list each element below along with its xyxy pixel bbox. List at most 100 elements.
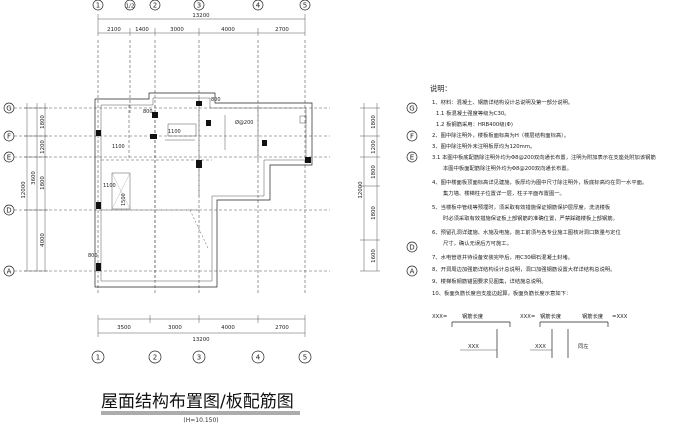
notes-block: 说明： 1、材料：混凝土、钢筋详结构设计总说明及第一部分说明。 1.1 板混凝土… — [430, 84, 656, 297]
note-line: 1.1 板混凝土强度等级为C30。 — [436, 109, 510, 117]
rebar-dim: XXX — [535, 344, 546, 350]
axis-label: 5 — [303, 2, 307, 10]
axis-label: 4 — [256, 354, 261, 362]
axis-label: E — [7, 154, 11, 162]
dim-left-total: 12000 — [21, 181, 27, 199]
axis-label: D — [6, 207, 11, 215]
drawing-title-block: 屋面结构布置图/板配筋图 (H=10.150) — [101, 392, 300, 424]
right-axis-bubbles: G F E D A — [406, 102, 418, 277]
plan-label: 1100 — [112, 144, 125, 150]
axis-bubble — [149, 0, 161, 11]
dim-bottom-1: 3500 — [117, 325, 131, 331]
axis-label: A — [7, 268, 12, 276]
dim-left-mid: 3600 — [31, 171, 37, 185]
dim-top-1: 2100 — [107, 27, 121, 33]
rebar-label: XXX= — [432, 314, 447, 320]
drawing-subtitle: (H=10.150) — [183, 417, 218, 424]
axis-label: F — [410, 133, 414, 141]
axis-bubble — [193, 0, 205, 11]
bottom-dimension-chain: 3500 3000 4000 2700 13200 — [97, 315, 306, 343]
rebar-detail-left: XXX= 钢筋长度 XXX — [432, 312, 511, 358]
column — [96, 263, 101, 271]
dim-top-5: 2700 — [275, 27, 289, 33]
axis-bubble — [124, 0, 136, 11]
dim-left-4: 4000 — [40, 233, 46, 247]
dim-right-4: 1800 — [371, 206, 377, 220]
rebar-mid: 同左 — [578, 342, 589, 350]
top-dimension-chain: 13200 2100 1400 3000 4000 2700 — [97, 13, 306, 36]
column — [96, 202, 101, 209]
column — [305, 157, 311, 163]
column — [96, 130, 101, 136]
plan-label: 1500 — [121, 193, 127, 206]
note-line: 3、图中除注明外未注明板厚均为120mm。 — [432, 142, 535, 150]
dim-right-1: 1800 — [371, 115, 377, 129]
axis-bubble — [299, 0, 311, 11]
axis-label: G — [409, 105, 414, 113]
axis-label: 5 — [303, 354, 307, 362]
opening — [167, 123, 197, 137]
note-line: 尺寸，确认无误后方可施工。 — [443, 239, 512, 247]
dim-bottom-total: 13200 — [192, 337, 210, 343]
dim-bottom-2: 3000 — [168, 325, 182, 331]
axis-label: G — [6, 105, 11, 113]
left-dimension-chain: 1800 1200 1800 4000 3600 12000 — [21, 103, 48, 272]
axis-label: 4 — [256, 2, 261, 10]
plan-label: 1100 — [168, 129, 181, 135]
plan-label: 800 — [143, 109, 153, 115]
note-line: 9、楼梯板钢筋锚固要求见图集，详结施总说明。 — [432, 277, 547, 285]
note-line: 集力墙、楼梯柱子位置详一层，柱子平面布置图一。 — [443, 189, 565, 197]
axis-label: E — [410, 154, 414, 162]
plan-label: 800 — [211, 97, 221, 103]
columns — [96, 101, 311, 271]
axis-bubble — [252, 0, 264, 11]
drawing-title: 屋面结构布置图/板配筋图 — [101, 392, 294, 412]
dim-right-5: 1600 — [371, 249, 377, 263]
note-line: 2、图中除注明外，楼板板面标高为H（楼层结构面标高）。 — [432, 131, 569, 139]
note-line: 7、水电管道井待设备安装完毕后，用C30细石混凝土封堵。 — [432, 253, 573, 261]
rebar-detail-right: XXX= 钢筋长度 钢筋长度 =XXX XXX 同左 — [520, 312, 628, 358]
note-line: 6、预留孔洞详建施、水施及电施，施工前须与各专业施工图核对洞口数量与定位 — [432, 228, 621, 236]
axis-label: 1 — [96, 2, 100, 10]
slab-outline — [94, 92, 313, 288]
dim-bottom-4: 2700 — [275, 325, 289, 331]
note-line: 本图中板面配筋除注明外均为Φ8@200双向通长布置。 — [443, 164, 572, 172]
grid-lines — [14, 40, 330, 295]
shaft — [299, 115, 307, 124]
column — [196, 101, 202, 106]
note-line: 4、图中楼面板顶面标高详见建施，板厚均为图中尺寸除注明外，板底标高均在同一水平面… — [432, 178, 647, 186]
note-line: 3.1 本图中板底配筋除注明外均为Φ8@200双向通长布置，注明为附加表示在支座… — [432, 153, 656, 161]
axis-label: 3 — [197, 2, 201, 10]
axis-label: 1/2 — [126, 4, 135, 10]
rebar-eq: =XXX — [612, 314, 628, 320]
rebar-note: 钢筋长度 — [540, 312, 562, 320]
axis-label: 2 — [153, 2, 157, 10]
column — [150, 134, 157, 139]
note-line: 8、开洞周边加强筋详结构设计总说明，洞口加强钢筋设置大样详结构总说明。 — [432, 265, 615, 273]
dim-bottom-3: 4000 — [221, 325, 235, 331]
dim-top-total: 13200 — [192, 13, 210, 19]
note-line: 1.2 板钢筋采用：HRB400级(Φ) — [436, 120, 513, 128]
bottom-axis-bubbles: 1 2 3 4 5 — [91, 350, 312, 364]
axis-label: 3 — [197, 354, 201, 362]
note-line: 10、板面负筋长度自支座边起算，板面负筋长度示意如下： — [432, 289, 571, 297]
notes-title: 说明： — [430, 84, 452, 93]
plan-label: 800 — [88, 253, 98, 259]
dim-top-2: 1400 — [135, 27, 149, 33]
rebar-note: 钢筋长度 — [582, 312, 604, 320]
axis-label: D — [409, 244, 414, 252]
dim-right-3: 1800 — [371, 165, 377, 179]
dim-left-3: 1800 — [40, 176, 46, 190]
rebar-dim: XXX — [468, 344, 479, 350]
stair-opening — [111, 172, 131, 210]
right-dimension-chain: 1800 1200 1800 1800 1600 12000 — [358, 103, 380, 272]
dim-left-1: 1800 — [40, 115, 46, 129]
axis-bubble — [92, 0, 104, 11]
plan-label: Ø@200 — [235, 119, 253, 126]
plan-features — [111, 115, 307, 249]
left-axis-bubbles: G F E D A — [3, 102, 15, 277]
column — [196, 160, 202, 168]
axis-label: A — [410, 268, 415, 276]
plan-labels: 800 800 Ø@200 1100 1100 1500 800 1100 — [88, 97, 253, 259]
